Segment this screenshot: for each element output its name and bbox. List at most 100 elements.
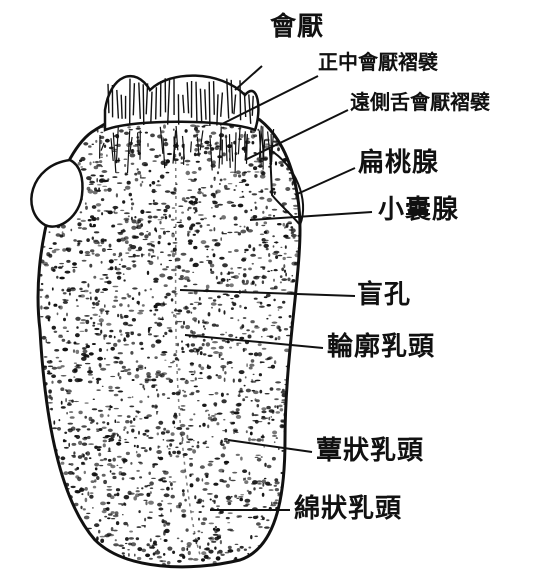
stipple-dot	[262, 280, 264, 284]
stipple-dot	[187, 448, 193, 451]
stipple-dot	[149, 148, 155, 151]
stipple-dot	[148, 333, 152, 335]
stipple-dot	[211, 436, 213, 437]
stipple-dot	[88, 153, 92, 155]
stipple-dot	[166, 293, 171, 297]
stipple-dot	[140, 183, 142, 187]
stipple-dot	[184, 285, 188, 287]
stipple-dot	[301, 411, 303, 413]
stipple-dot	[107, 188, 112, 192]
stipple-dot	[229, 272, 234, 274]
stipple-dot	[66, 393, 70, 394]
stipple-dot	[95, 161, 99, 163]
stipple-dot	[193, 307, 197, 310]
stipple-dot	[98, 554, 102, 557]
stipple-dot	[215, 191, 217, 194]
stipple-dot	[117, 456, 122, 458]
stipple-dot	[204, 328, 206, 330]
stipple-dot	[291, 555, 295, 558]
hatch-line	[138, 133, 139, 153]
stipple-dot	[215, 392, 219, 395]
stipple-dot	[30, 500, 34, 503]
stipple-dot	[148, 253, 151, 257]
stipple-dot	[92, 237, 94, 240]
stipple-dot	[45, 466, 50, 469]
stipple-dot	[240, 457, 243, 461]
stipple-dot	[59, 360, 62, 362]
stipple-dot	[152, 570, 156, 571]
stipple-dot	[158, 241, 161, 244]
leader-tonsil	[295, 168, 355, 195]
stipple-dot	[125, 219, 129, 223]
stipple-dot	[224, 371, 226, 374]
stipple-dot	[104, 189, 108, 192]
stipple-dot	[85, 254, 91, 256]
stipple-dot	[182, 269, 186, 271]
stipple-dot	[46, 162, 50, 165]
stipple-dot	[73, 401, 79, 402]
stipple-dot	[230, 423, 234, 425]
stipple-dot	[101, 240, 105, 244]
stipple-dot	[136, 490, 140, 492]
stipple-dot	[215, 516, 220, 518]
stipple-dot	[226, 517, 230, 519]
stipple-dot	[294, 240, 299, 241]
stipple-dot	[163, 524, 166, 527]
stipple-dot	[119, 129, 124, 132]
stipple-dot	[180, 219, 182, 221]
stipple-dot	[256, 455, 261, 456]
stipple-dot	[194, 153, 197, 157]
stipple-dot	[300, 446, 304, 449]
stipple-dot	[202, 321, 207, 323]
stipple-dot	[258, 343, 262, 346]
stipple-dot	[54, 127, 59, 129]
stipple-dot	[277, 147, 280, 151]
stipple-dot	[206, 342, 210, 346]
stipple-dot	[157, 432, 159, 435]
stipple-dot	[143, 500, 147, 501]
stipple-dot	[30, 358, 32, 360]
stipple-dot	[157, 180, 159, 182]
stipple-dot	[214, 405, 216, 407]
stipple-dot	[102, 274, 108, 276]
stipple-dot	[195, 209, 198, 212]
stipple-dot	[219, 257, 224, 260]
stipple-dot	[39, 390, 42, 394]
stipple-dot	[181, 405, 186, 407]
stipple-dot	[81, 453, 84, 457]
stipple-dot	[59, 263, 64, 264]
stipple-dot	[142, 162, 148, 166]
stipple-dot	[268, 417, 270, 421]
stipple-dot	[295, 367, 297, 369]
stipple-dot	[118, 352, 123, 354]
stipple-dot	[182, 514, 186, 518]
stipple-dot	[215, 146, 220, 150]
stipple-dot	[31, 543, 34, 545]
stipple-dot	[118, 391, 124, 393]
stipple-dot	[223, 419, 225, 421]
stipple-dot	[83, 508, 86, 510]
stipple-dot	[72, 126, 77, 128]
stipple-dot	[98, 530, 100, 534]
stipple-dot	[154, 227, 156, 231]
stipple-dot	[68, 443, 70, 447]
stipple-dot	[78, 551, 83, 554]
stipple-dot	[84, 416, 87, 419]
stipple-dot	[272, 235, 275, 237]
stipple-dot	[280, 164, 284, 167]
stipple-dot	[181, 253, 187, 256]
stipple-dot	[133, 236, 139, 239]
stipple-dot	[187, 546, 191, 548]
stipple-dot	[161, 216, 164, 218]
stipple-dot	[300, 527, 305, 529]
stipple-dot	[290, 451, 295, 453]
stipple-dot	[202, 478, 204, 481]
stipple-dot	[261, 336, 263, 337]
stipple-dot	[265, 482, 270, 486]
stipple-dot	[125, 252, 129, 253]
stipple-dot	[289, 514, 291, 515]
stipple-dot	[275, 488, 279, 491]
stipple-dot	[172, 481, 176, 482]
stipple-dot	[163, 231, 166, 235]
stipple-dot	[227, 232, 232, 233]
